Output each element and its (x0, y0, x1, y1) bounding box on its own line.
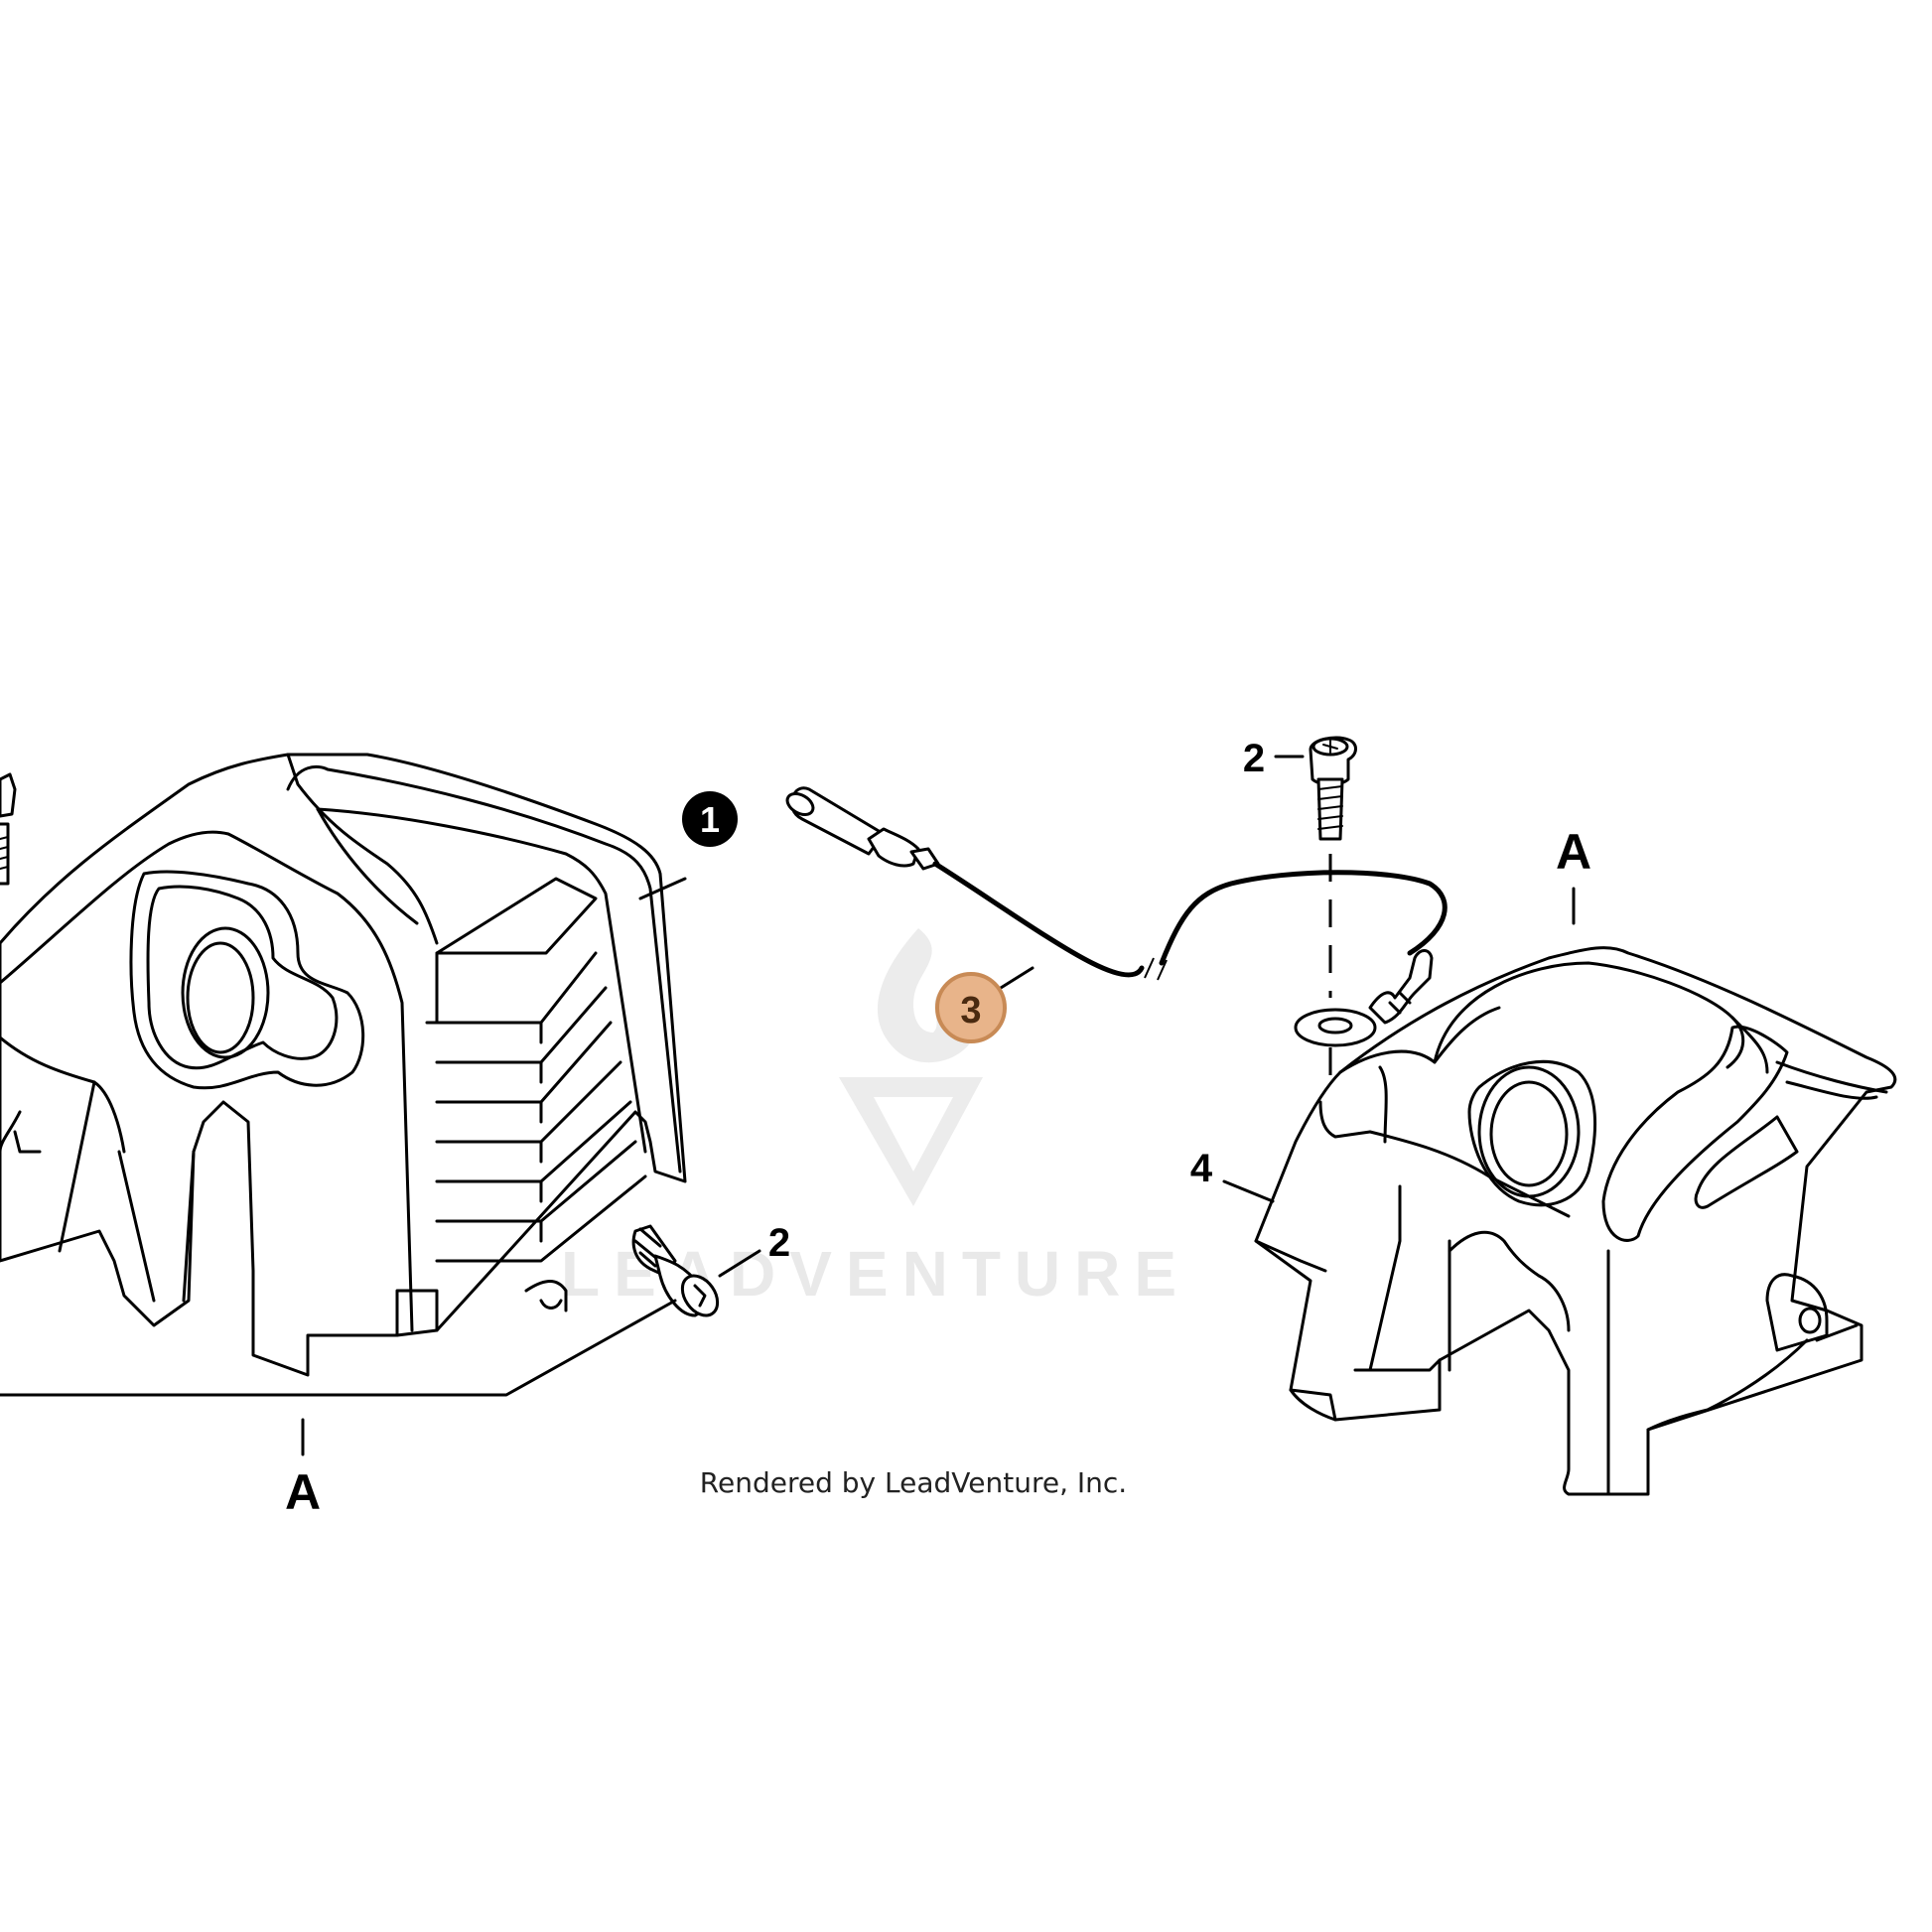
right-cylinder-cover (1254, 946, 1897, 1496)
leader-lines-left (0, 877, 761, 1456)
ground-wire (785, 786, 1448, 1047)
callout-2-upper[interactable]: 2 (1243, 737, 1265, 780)
svg-text:1: 1 (700, 799, 720, 840)
reference-letter-a-left: A (285, 1464, 321, 1520)
render-credit: Rendered by LeadVenture, Inc. (700, 1466, 1127, 1499)
callout-1[interactable]: 1 (682, 791, 738, 847)
callout-2-lower[interactable]: 2 (768, 1221, 790, 1265)
callout-3[interactable]: 3 (935, 966, 1035, 1043)
watermark-logo-icon (839, 928, 983, 1206)
callout-4[interactable]: 4 (1190, 1147, 1213, 1190)
svg-text:3: 3 (960, 990, 981, 1032)
left-cylinder-cover (0, 753, 687, 1377)
bolt-lower (631, 1224, 720, 1317)
callout-3-highlight (935, 972, 1007, 1043)
bolt-left-edge (0, 772, 17, 886)
reference-letter-a-right: A (1556, 824, 1591, 880)
bolt-upper (1309, 736, 1357, 1082)
leader-line-4 (1222, 1179, 1275, 1203)
